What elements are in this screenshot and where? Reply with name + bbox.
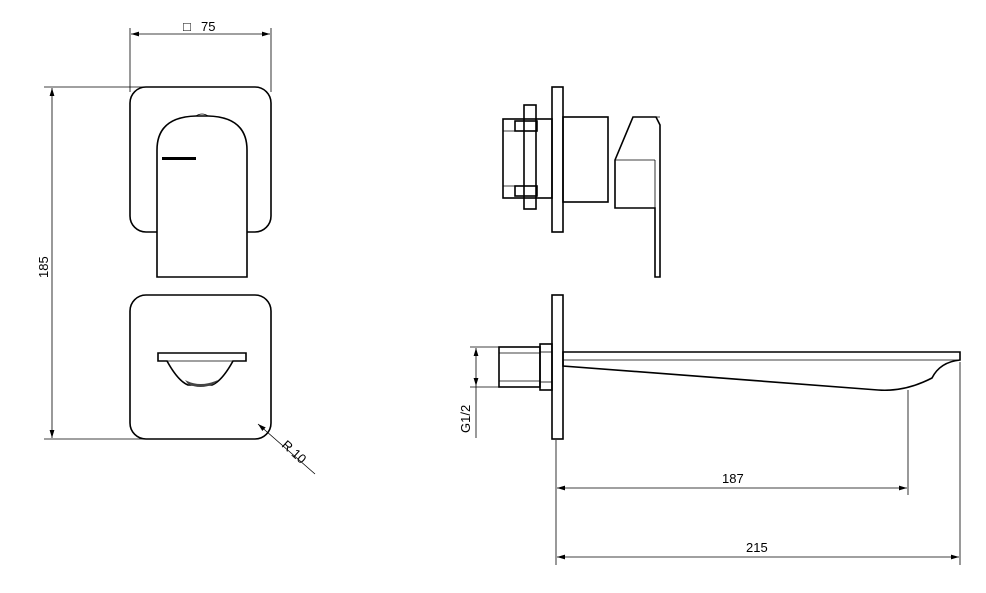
cartridge-body — [502, 118, 553, 199]
total-projection-dimension: 215 — [557, 362, 961, 565]
front-view: □ 75 185 R 10 — [36, 19, 316, 475]
mixer-handle-side — [614, 116, 661, 278]
width-dimension: □ 75 — [129, 19, 272, 92]
spout-side-view: G1/2 187 215 — [458, 294, 961, 565]
mixer-body — [562, 116, 609, 203]
mixer-side-view — [502, 86, 661, 278]
spout-outlet — [157, 352, 247, 386]
height-dimension-label: 185 — [36, 256, 51, 278]
thread-dimension: G1/2 — [458, 346, 499, 438]
radius-dimension-label: R 10 — [279, 437, 309, 467]
spout-cover-plate — [129, 294, 272, 440]
mixer-wall-plate — [551, 86, 564, 233]
total-projection-label: 215 — [746, 540, 768, 555]
width-dimension-symbol: □ — [183, 19, 191, 34]
mixer-handle — [156, 115, 248, 278]
height-dimension: 185 — [36, 86, 150, 440]
thread-dimension-label: G1/2 — [458, 405, 473, 433]
brand-logo-icon — [162, 157, 196, 160]
short-projection-label: 187 — [722, 471, 744, 486]
radius-dimension: R 10 — [257, 423, 316, 475]
aerator-icon — [185, 380, 218, 387]
short-projection-dimension: 187 — [555, 390, 909, 565]
spout-body — [562, 351, 961, 392]
width-dimension-label: 75 — [201, 19, 215, 34]
spout-wall-plate — [551, 294, 564, 440]
